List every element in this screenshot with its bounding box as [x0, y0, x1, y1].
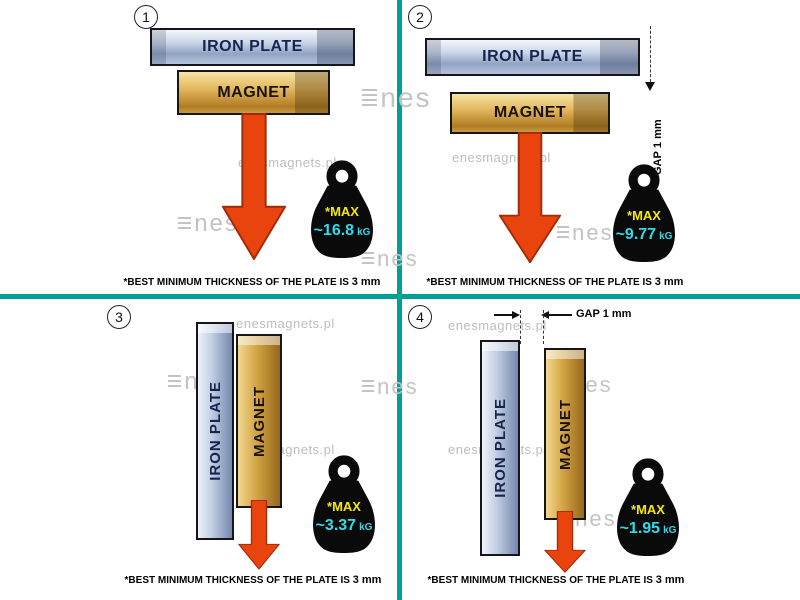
force-unit: kG: [659, 231, 673, 242]
gap-edge-line: [520, 310, 521, 344]
footer-text: *BEST MINIMUM THICKNESS OF THE PLATE IS: [124, 575, 350, 586]
panel-number-text: 4: [416, 309, 424, 325]
footer-bold: 3 mm: [351, 276, 381, 288]
panel2-number: 2: [408, 5, 432, 29]
watermark-site: enesmagnets.pl: [448, 318, 547, 333]
panel2-iron-plate: IRON PLATE: [425, 38, 640, 76]
force-number: ~3.37: [315, 517, 357, 534]
kettlebell-icon: [617, 458, 679, 557]
magnet-label: MAGNET: [556, 398, 574, 470]
divider-vertical: [397, 0, 402, 600]
watermark-site: enesmagnets.pl: [236, 316, 335, 331]
iron-plate-label: IRON PLATE: [482, 48, 583, 65]
force-number: ~1.95: [619, 520, 661, 537]
panel-number-text: 1: [142, 9, 150, 25]
iron-plate-label: IRON PLATE: [206, 381, 224, 481]
force-number: ~9.77: [615, 226, 657, 243]
footer-bold: 3 mm: [654, 276, 684, 288]
kettlebell-icon: [313, 455, 375, 554]
magnet-label: MAGNET: [250, 385, 268, 457]
enes-logo-mark-icon: [168, 374, 182, 390]
pull-arrow-icon: [498, 132, 562, 264]
enes-logo: nes: [362, 82, 432, 114]
footer-text: *BEST MINIMUM THICKNESS OF THE PLATE IS: [427, 575, 653, 586]
gap-value: 1 mm: [602, 308, 632, 320]
pull-arrow-icon: [544, 511, 586, 573]
gap-dimension-line: [650, 26, 651, 82]
panel2-gap-label: GAP 1 mm: [652, 90, 664, 175]
panel4-number: 4: [408, 305, 432, 329]
force-unit: kG: [359, 522, 373, 533]
iron-plate-label: IRON PLATE: [491, 398, 509, 498]
panel2-footer-note: *BEST MINIMUM THICKNESS OF THE PLATE IS …: [420, 276, 690, 288]
gap-value: 1 mm: [652, 119, 664, 149]
force-unit: kG: [663, 525, 677, 536]
enes-logo-mark-icon: [178, 216, 192, 232]
max-label: *MAX: [327, 499, 361, 514]
gap-edge-line: [543, 310, 544, 344]
panel2-magnet: MAGNET: [450, 92, 610, 134]
panel4-footer-note: *BEST MINIMUM THICKNESS OF THE PLATE IS …: [420, 574, 692, 586]
divider-horizontal: [0, 294, 800, 299]
panel1-iron-plate: IRON PLATE: [150, 28, 355, 66]
footer-bold: 3 mm: [352, 574, 382, 586]
enes-logo-text: nes: [377, 246, 419, 271]
gap-dimension-line: [548, 314, 572, 316]
enes-logo-text: nes: [380, 82, 432, 113]
panel1-number: 1: [134, 5, 158, 29]
gap-text: GAP: [576, 308, 600, 320]
gap-arrow-icon: [541, 311, 549, 319]
max-label: *MAX: [631, 502, 665, 517]
enes-logo: nes: [362, 374, 419, 400]
iron-plate-label: IRON PLATE: [202, 38, 303, 55]
panel3-footer-note: *BEST MINIMUM THICKNESS OF THE PLATE IS …: [102, 574, 404, 586]
panel1-magnet: MAGNET: [177, 70, 330, 115]
kettlebell-icon: [311, 160, 373, 259]
gap-arrow-icon: [645, 82, 655, 91]
panel-number-text: 2: [416, 9, 424, 25]
panel3-magnet: MAGNET: [236, 334, 282, 508]
enes-logo: nes: [362, 246, 419, 272]
panel3-iron-plate: IRON PLATE: [196, 322, 234, 540]
pull-arrow-icon: [238, 500, 280, 570]
enes-logo-mark-icon: [362, 252, 375, 266]
magnet-label: MAGNET: [217, 83, 290, 101]
panel-number-text: 3: [115, 309, 123, 325]
footer-text: *BEST MINIMUM THICKNESS OF THE PLATE IS: [426, 277, 652, 288]
magnet-label: MAGNET: [493, 104, 567, 121]
force-number: ~16.8: [313, 222, 355, 239]
enes-logo-text: nes: [377, 374, 419, 399]
footer-bold: 3 mm: [655, 574, 685, 586]
max-label: *MAX: [325, 204, 359, 219]
force-unit: kG: [357, 227, 371, 238]
footer-text: *BEST MINIMUM THICKNESS OF THE PLATE IS: [123, 277, 349, 288]
panel1-footer-note: *BEST MINIMUM THICKNESS OF THE PLATE IS …: [100, 276, 404, 288]
enes-logo-mark-icon: [557, 226, 570, 240]
panel3-number: 3: [107, 305, 131, 329]
gap-arrow-icon: [512, 311, 520, 319]
enes-logo-text: nes: [572, 220, 614, 245]
enes-logo: nes: [557, 220, 614, 246]
panel4-gap-label: GAP 1 mm: [576, 308, 631, 320]
kettlebell-icon: [613, 164, 675, 263]
gap-dimension-line: [494, 314, 512, 316]
enes-logo-mark-icon: [362, 89, 378, 107]
enes-logo-mark-icon: [362, 380, 375, 394]
panel4-magnet: MAGNET: [544, 348, 586, 520]
max-label: *MAX: [627, 208, 661, 223]
panel4-iron-plate: IRON PLATE: [480, 340, 520, 556]
pull-arrow-icon: [221, 113, 287, 261]
